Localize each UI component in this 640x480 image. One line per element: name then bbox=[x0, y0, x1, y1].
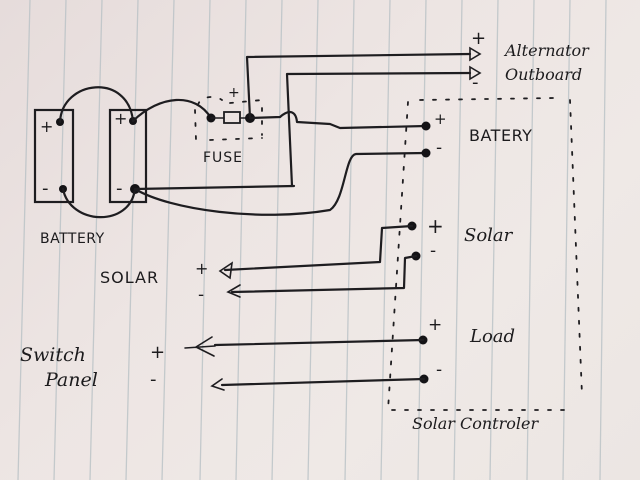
battery-2-minus-sign: - bbox=[116, 178, 123, 199]
solar-panel-minus-sign: - bbox=[198, 285, 204, 305]
solar-minus-wire bbox=[230, 254, 418, 294]
battery-1-plus-sign: + bbox=[40, 117, 53, 136]
battery-1-minus-sign: - bbox=[42, 178, 49, 199]
controller-outline bbox=[387, 97, 583, 411]
solar-panel-label: SOLAR bbox=[100, 268, 159, 287]
controller-battery-plus-terminal bbox=[421, 121, 431, 131]
controller-battery-minus-sign: - bbox=[436, 138, 442, 158]
outboard-minus-sign: - bbox=[472, 72, 479, 93]
load-plus-wire bbox=[213, 338, 425, 347]
solar-panel-plus-sign: + bbox=[195, 259, 208, 278]
alternator-plus-sign: + bbox=[471, 28, 486, 49]
outboard-arrow-icon bbox=[469, 65, 482, 81]
solar-minus-arrow-icon bbox=[226, 284, 241, 298]
alternator-label: Alternator bbox=[503, 41, 590, 60]
battery-plus-to-fuse-wire bbox=[131, 98, 213, 123]
load-minus-wire bbox=[220, 377, 426, 387]
controller-battery-minus-terminal bbox=[421, 148, 431, 158]
load-minus-arrow-icon bbox=[210, 378, 225, 391]
battery-1 bbox=[33, 108, 75, 204]
battery-bank-label: BATTERY bbox=[40, 231, 105, 247]
controller-solar-plus-sign: + bbox=[427, 214, 444, 238]
load-plus-arrow-icon bbox=[184, 336, 216, 357]
ruled-lines bbox=[17, 0, 607, 480]
battery-2 bbox=[108, 108, 148, 204]
outboard-connections: + Alternator - Outboard bbox=[133, 28, 590, 216]
switch-panel-minus-sign: - bbox=[150, 369, 157, 390]
battery-bank: + - + - BATTERY bbox=[33, 86, 148, 247]
outboard-label: Outboard bbox=[505, 65, 582, 84]
alternator-plus-wire bbox=[245, 52, 472, 120]
solar-plus-wire bbox=[223, 224, 414, 272]
solar-plus-arrow-icon bbox=[218, 261, 234, 280]
controller-load-minus-sign: - bbox=[436, 360, 442, 380]
controller-load-plus-sign: + bbox=[428, 315, 442, 335]
battery-plus-jumper bbox=[58, 86, 135, 124]
fuse-holder-outline bbox=[194, 96, 263, 141]
solar-controller: + - BATERY + - Solar + - Load Solar Cont… bbox=[387, 97, 583, 433]
battery-minus-bus-wire bbox=[133, 184, 296, 191]
solar-panel-connections: SOLAR + - bbox=[100, 224, 418, 305]
controller-battery-plus-sign: + bbox=[434, 110, 447, 128]
controller-solar-label: Solar bbox=[464, 225, 514, 246]
fuse-label: FUSE bbox=[203, 150, 243, 166]
outboard-minus-wire bbox=[285, 71, 472, 188]
fuse-plus-sign: + bbox=[228, 85, 240, 101]
battery-2-plus-sign: + bbox=[114, 109, 127, 128]
switch-panel-connections: Switch Panel + - bbox=[20, 336, 426, 391]
fuse-body bbox=[223, 111, 241, 124]
alternator-arrow-icon bbox=[469, 46, 482, 62]
controller-solar-minus-sign: - bbox=[430, 241, 436, 261]
fuse-to-controller-plus-wire bbox=[248, 110, 428, 130]
switch-panel-plus-sign: + bbox=[150, 342, 165, 363]
fuse: + FUSE bbox=[131, 85, 263, 166]
battery-minus-jumper bbox=[61, 187, 137, 219]
switch-panel-label-line2: Panel bbox=[44, 369, 98, 391]
controller-label: Solar Controler bbox=[412, 414, 539, 433]
battery-minus-to-controller-wire bbox=[133, 151, 428, 216]
switch-panel-label-line1: Switch bbox=[20, 344, 86, 366]
controller-load-label: Load bbox=[469, 326, 515, 347]
controller-battery-label: BATERY bbox=[469, 126, 532, 145]
